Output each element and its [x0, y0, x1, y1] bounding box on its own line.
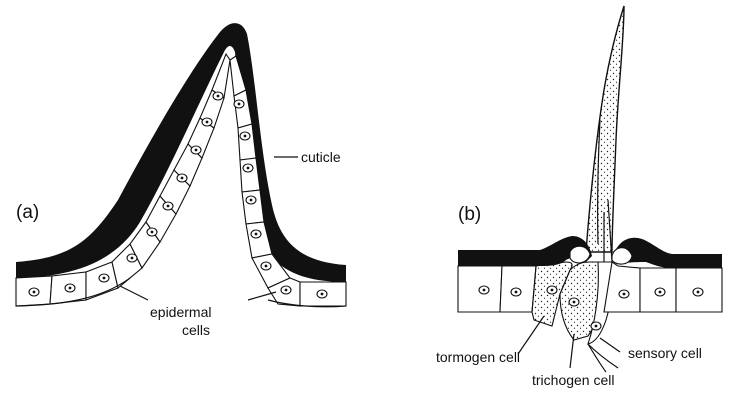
cuticle-label: cuticle — [301, 149, 341, 165]
panel-label-a: (a) — [16, 202, 39, 223]
panel-label-b: (b) — [458, 204, 481, 225]
epidermal-label-line1: epidermal — [150, 304, 211, 320]
seta — [586, 6, 624, 252]
epidermal-label-line2: cells — [182, 322, 210, 338]
tormogen-leader — [518, 316, 544, 354]
sensory-label: sensory cell — [628, 345, 702, 361]
trichogen-leader — [570, 334, 574, 368]
tormogen-label: tormogen cell — [436, 349, 520, 365]
panel-a: (a) cuticle epidermal cells — [16, 23, 346, 338]
sensory-leader — [600, 338, 620, 352]
epidermal-leader-left — [120, 286, 148, 300]
trichogen-label: trichogen cell — [532, 372, 615, 388]
cuticle-layer-a — [16, 23, 346, 282]
panel-b: (b) tormogen cell trichogen cell sensory… — [436, 6, 722, 388]
epidermal-leader-right — [248, 292, 276, 300]
